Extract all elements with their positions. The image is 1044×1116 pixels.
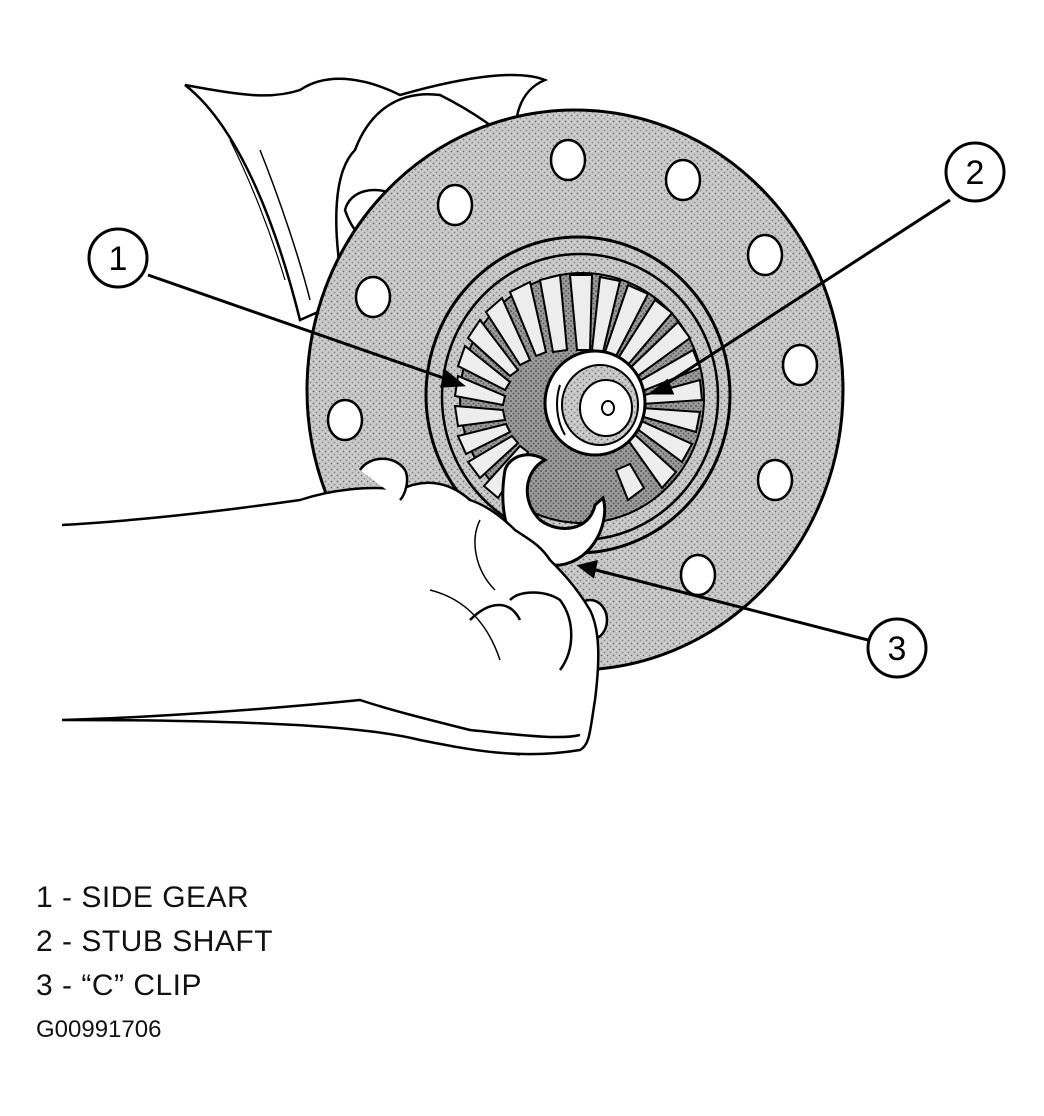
callout-2-number: 2 — [966, 154, 985, 192]
legend-item: 1 - SIDE GEAR — [36, 881, 250, 914]
legend-item: 2 - STUB SHAFT — [36, 925, 274, 958]
leader-line-3 — [587, 566, 869, 642]
leader-lines — [147, 198, 951, 642]
figure-id: G00991706 — [36, 1016, 162, 1043]
leader-line-1 — [147, 273, 456, 384]
leader-line-2 — [659, 198, 951, 390]
legend-item: 3 - “C” CLIP — [36, 969, 203, 1002]
legend: 1 - SIDE GEAR 2 - STUB SHAFT 3 - “C” CLI… — [36, 876, 273, 1008]
differential-illustration: 1 2 3 — [61, 73, 1006, 756]
lower-hand — [61, 457, 600, 756]
callout-1-number: 1 — [109, 240, 128, 278]
callout-3-number: 3 — [888, 630, 907, 668]
callout-2: 2 — [944, 141, 1006, 203]
callout-3: 3 — [866, 617, 928, 679]
stub-shaft — [543, 349, 647, 457]
callout-1: 1 — [87, 227, 149, 289]
